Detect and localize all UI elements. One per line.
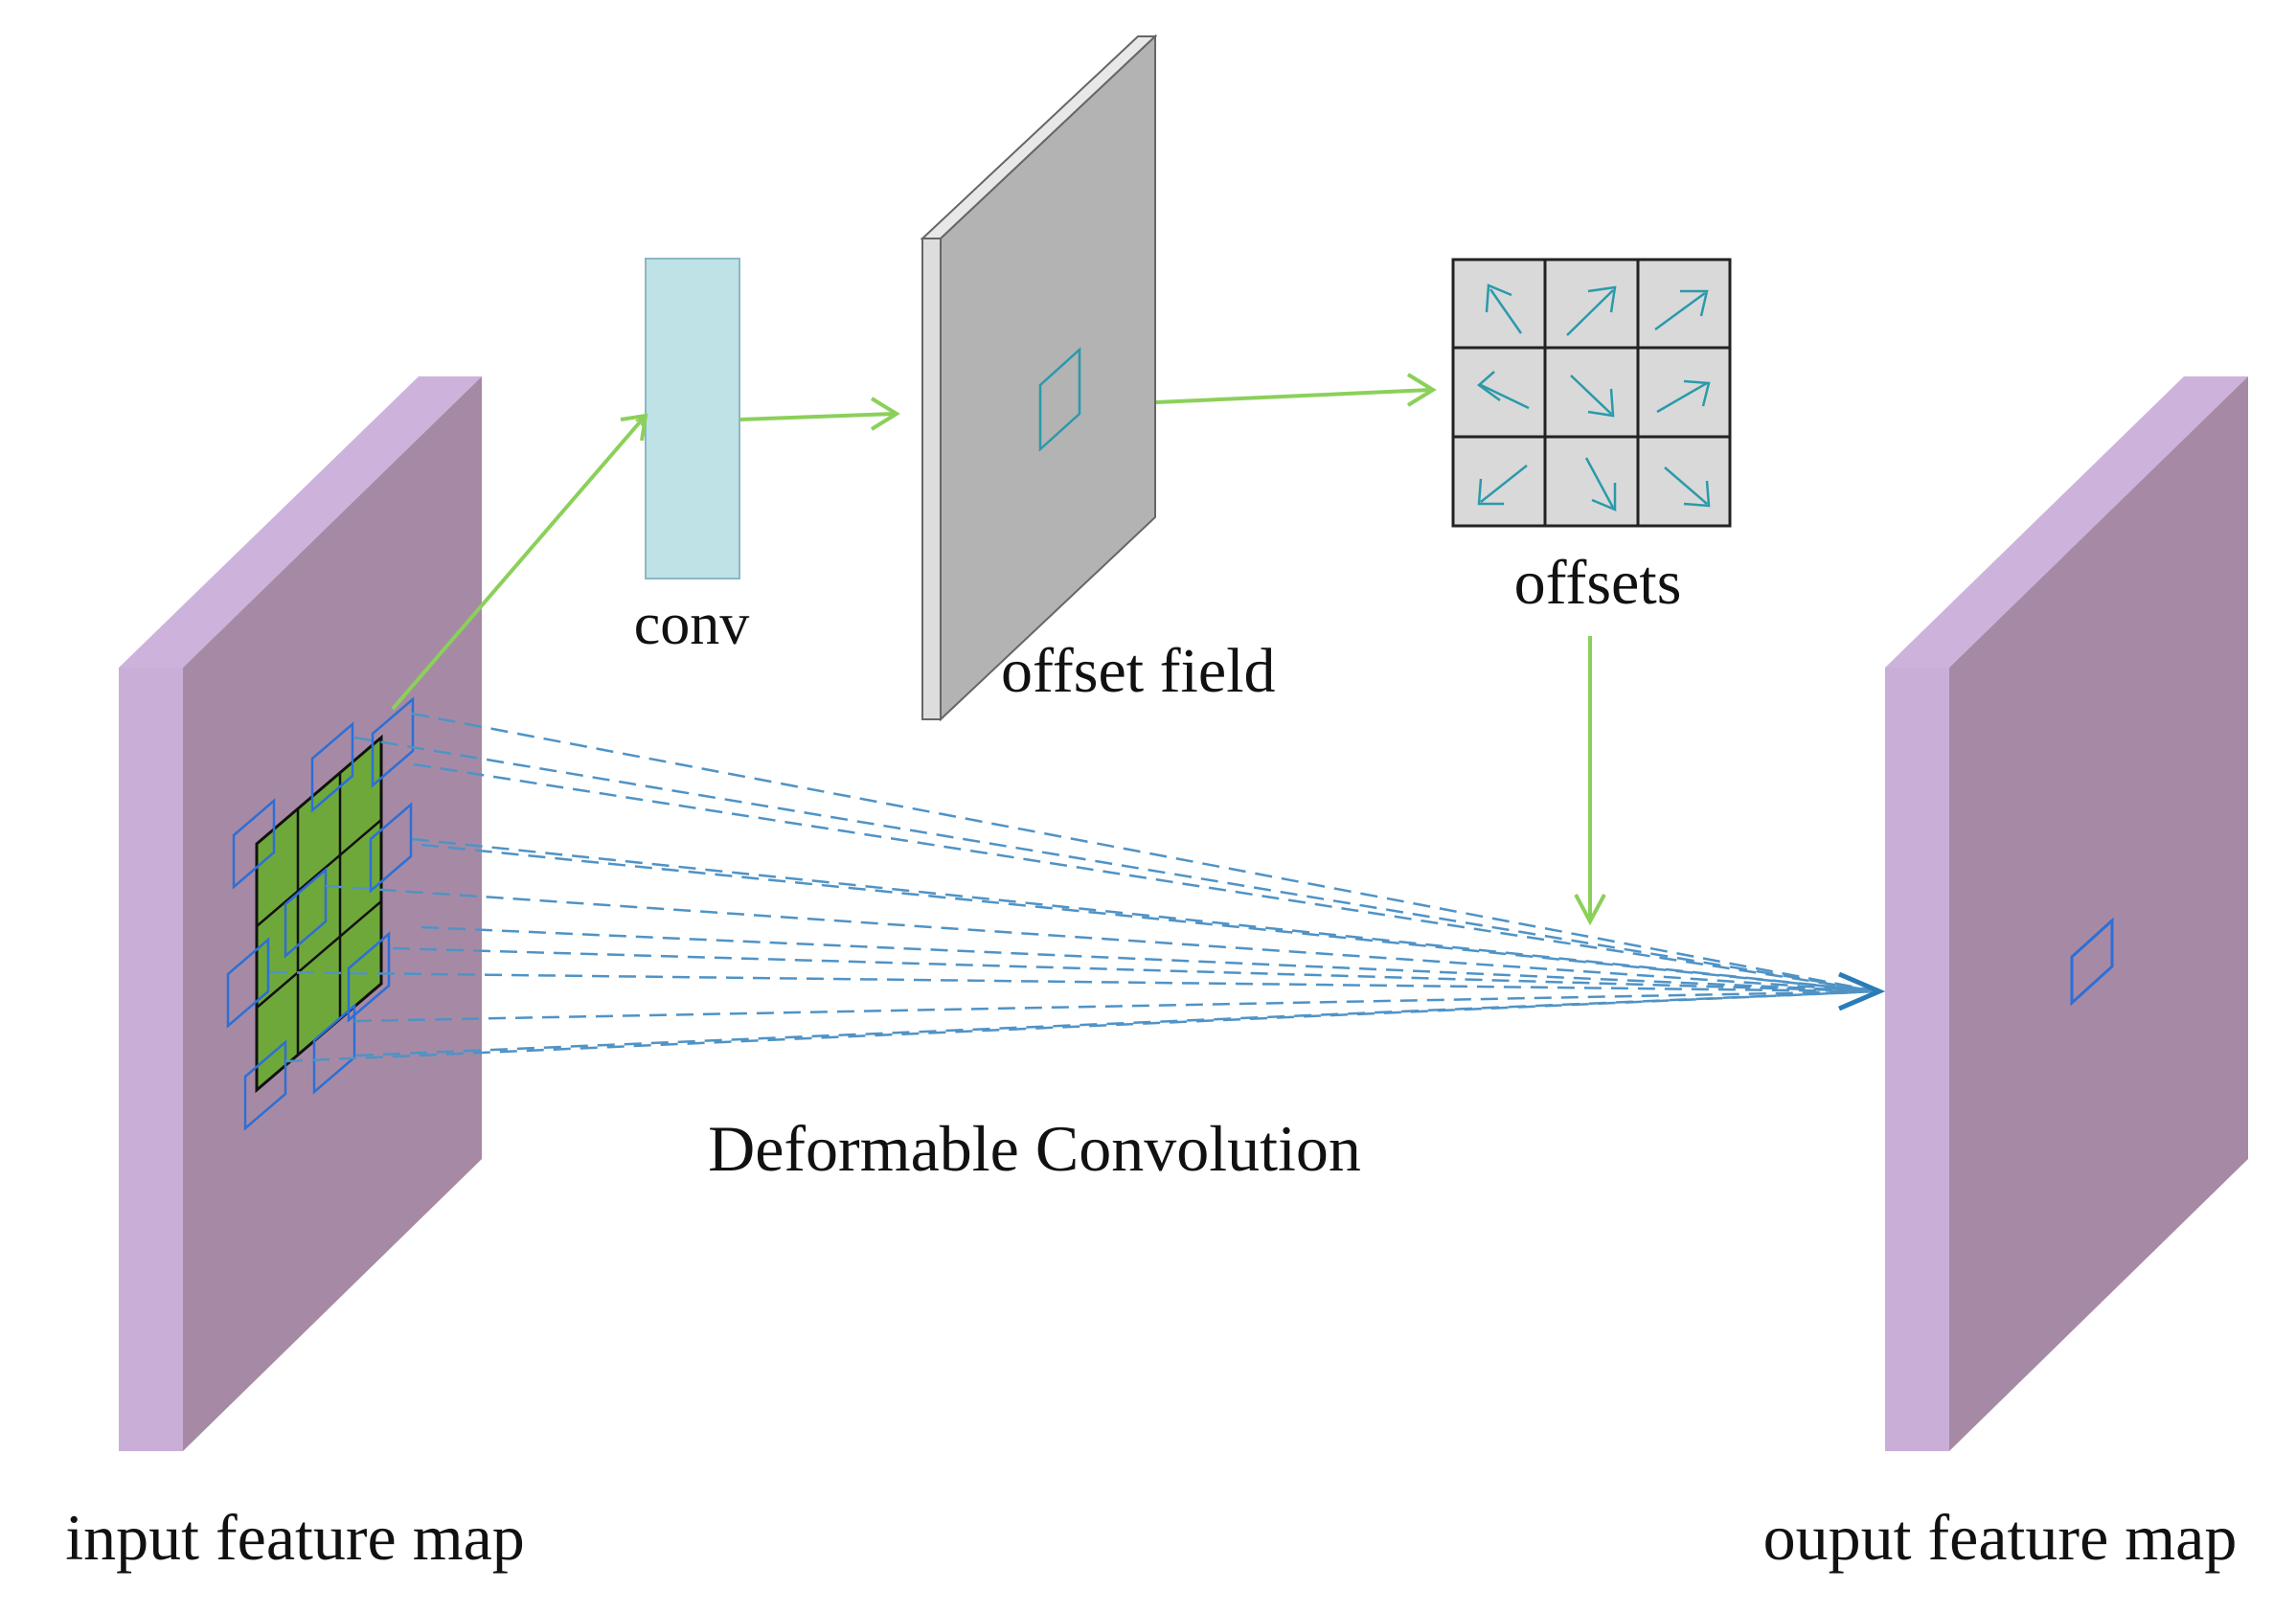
offset-vectors: [1476, 284, 1711, 511]
projection-line: [353, 989, 1878, 1023]
offset-field-to-offsets-arrowhead: [1406, 373, 1437, 407]
kernel-grid-line: [256, 819, 382, 927]
projection-line: [325, 884, 1878, 993]
offset-arrow-icon: [1476, 371, 1530, 410]
input-map-front-face: [119, 668, 183, 1451]
offset-arrow-icon: [1656, 379, 1711, 414]
offset-field-plate-edge: [921, 238, 942, 720]
offset-field-label: offset field: [1001, 636, 1276, 706]
projection-line: [421, 925, 1878, 993]
projection-line: [392, 946, 1878, 993]
output-map-right-face: [1949, 376, 2248, 1451]
projection-lines: [269, 712, 1878, 1063]
kernel-grid-line: [256, 900, 382, 1009]
offset-arrow-icon: [1566, 285, 1617, 336]
input-feature-map-label: input feature map: [65, 1501, 525, 1574]
deformed-sampling-points: [226, 696, 415, 1131]
projection-line: [421, 843, 1878, 993]
offset-arrow-icon: [1584, 457, 1617, 511]
sampling-point-box: [226, 937, 270, 1029]
sampling-point-box: [371, 696, 415, 788]
projection-line: [413, 762, 1878, 993]
projection-line: [411, 712, 1878, 993]
offset-arrow-icon: [1654, 289, 1709, 331]
offset-arrow-icon: [1477, 465, 1528, 506]
input-map-top-face: [119, 376, 482, 668]
offset-field-selected-cell: [1038, 347, 1081, 452]
conv-label: conv: [634, 592, 750, 657]
offset-arrow-icon: [1485, 284, 1523, 334]
sampling-kernel-grid: [255, 734, 383, 1094]
offset-field-plate: [920, 34, 1158, 722]
output-cell-box: [2070, 917, 2114, 1007]
projection-line: [353, 736, 1878, 993]
projection-arrowhead: [1838, 971, 1886, 1011]
conv-block: [645, 258, 740, 579]
offset-arrow-icon: [1570, 375, 1615, 418]
output-feature-map: [1885, 376, 2248, 1451]
output-map-front-face: [1885, 668, 1949, 1451]
output-feature-map-label: ouput feature map: [1763, 1501, 2238, 1574]
projection-line: [355, 989, 1878, 1057]
output-map-top-face: [1885, 376, 2248, 668]
conv-to-offset-field-arrow: [739, 412, 896, 421]
sampling-point-box: [284, 867, 328, 959]
offsets-to-output-arrowhead: [1574, 894, 1606, 926]
offset-arrow-icon: [1664, 466, 1711, 508]
offsets-label: offsets: [1514, 548, 1682, 618]
sampling-point-box: [369, 802, 413, 894]
sampling-point-box: [310, 721, 354, 813]
projection-line: [284, 989, 1878, 1063]
input-to-conv-arrowhead: [620, 413, 648, 442]
deformable-convolution-label: Deformable Convolution: [708, 1112, 1361, 1185]
conv-to-offset-field-arrowhead: [870, 397, 900, 431]
projection-line: [411, 837, 1878, 993]
sampling-point-box: [243, 1039, 287, 1131]
sampling-point-box: [232, 798, 276, 890]
sampling-point-box: [347, 931, 391, 1023]
input-to-conv-arrow: [391, 418, 646, 711]
